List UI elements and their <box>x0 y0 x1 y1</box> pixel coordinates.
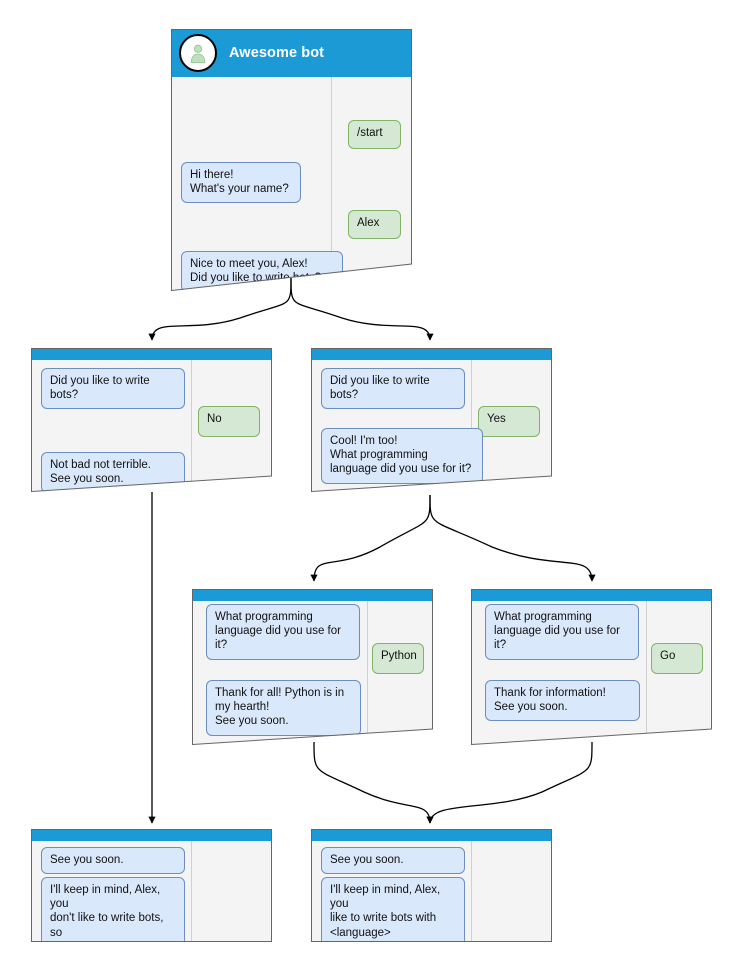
card-python-branch-body: What programming language did you use fo… <box>192 589 433 745</box>
edge-yes-to-go <box>429 494 596 582</box>
card-end-sad-header <box>31 829 272 841</box>
message-bot-thank-for-all: Thank for all! Python is in my hearth! S… <box>206 680 361 736</box>
card-end-happy-divider <box>471 841 472 942</box>
message-bot-keep-in-mind-sad: I'll keep in mind, Alex, you don't like … <box>41 877 185 942</box>
message-user-name: Alex <box>348 210 401 239</box>
message-bot-not-bad: Not bad not terrible. See you soon. <box>41 452 185 492</box>
card-end-sad[interactable]: See you soon. I'll keep in mind, Alex, y… <box>31 829 272 942</box>
message-bot-greeting: Hi there! What's your name? <box>181 162 301 204</box>
card-go-branch-header <box>471 589 712 601</box>
edge-go-to-end-happy <box>426 741 593 824</box>
message-user-yes: Yes <box>478 406 540 437</box>
card-yes-branch[interactable]: Did you like to write bots? Yes Cool! I'… <box>311 348 552 492</box>
card-end-happy-header <box>311 829 552 841</box>
card-no-branch-body: Did you like to write bots? No Not bad n… <box>31 348 272 492</box>
card-root-body: Awesome bot /start Hi there! What's your… <box>171 29 412 291</box>
card-end-sad-divider <box>191 841 192 942</box>
card-go-branch-body: What programming language did you use fo… <box>471 589 712 745</box>
message-bot-thank-for-information: Thank for information! See you soon. <box>485 680 640 722</box>
edge-python-to-end-happy <box>313 741 434 824</box>
card-no-branch-header <box>31 348 272 360</box>
card-end-happy[interactable]: See you soon. I'll keep in mind, Alex, y… <box>311 829 552 942</box>
card-no-branch[interactable]: Did you like to write bots? No Not bad n… <box>31 348 272 492</box>
card-python-branch[interactable]: What programming language did you use fo… <box>192 589 433 745</box>
card-end-sad-body: See you soon. I'll keep in mind, Alex, y… <box>31 829 272 942</box>
message-bot-like-bots: Did you like to write bots? <box>41 368 185 410</box>
message-user-start: /start <box>348 120 401 149</box>
message-bot-cool-im-too: Cool! I'm too! What programming language… <box>321 428 483 484</box>
message-bot-see-you-soon: See you soon. <box>41 847 185 875</box>
message-bot-keep-in-mind-happy: I'll keep in mind, Alex, you like to wri… <box>321 877 465 942</box>
card-end-happy-body: See you soon. I'll keep in mind, Alex, y… <box>311 829 552 942</box>
message-user-no: No <box>198 406 260 437</box>
message-bot-nice-to-meet: Nice to meet you, Alex! Did you like to … <box>181 251 343 291</box>
card-yes-branch-header <box>311 348 552 360</box>
card-go-branch-divider <box>646 601 647 745</box>
message-user-go: Go <box>651 643 703 674</box>
bot-title: Awesome bot <box>229 45 325 61</box>
message-user-python: Python <box>372 643 424 674</box>
card-root[interactable]: Awesome bot /start Hi there! What's your… <box>171 29 412 291</box>
message-bot-like-bots: Did you like to write bots? <box>321 368 465 410</box>
card-no-branch-divider <box>191 360 192 492</box>
message-bot-which-language: What programming language did you use fo… <box>206 604 360 660</box>
card-python-branch-header <box>192 589 433 601</box>
card-python-branch-divider <box>367 601 368 745</box>
card-yes-branch-body: Did you like to write bots? Yes Cool! I'… <box>311 348 552 492</box>
message-bot-see-you-soon: See you soon. <box>321 847 465 875</box>
card-go-branch[interactable]: What programming language did you use fo… <box>471 589 712 745</box>
message-bot-which-language: What programming language did you use fo… <box>485 604 639 660</box>
person-avatar-icon <box>179 34 217 72</box>
edge-yes-to-python <box>310 494 431 582</box>
card-root-header: Awesome bot <box>171 29 412 77</box>
